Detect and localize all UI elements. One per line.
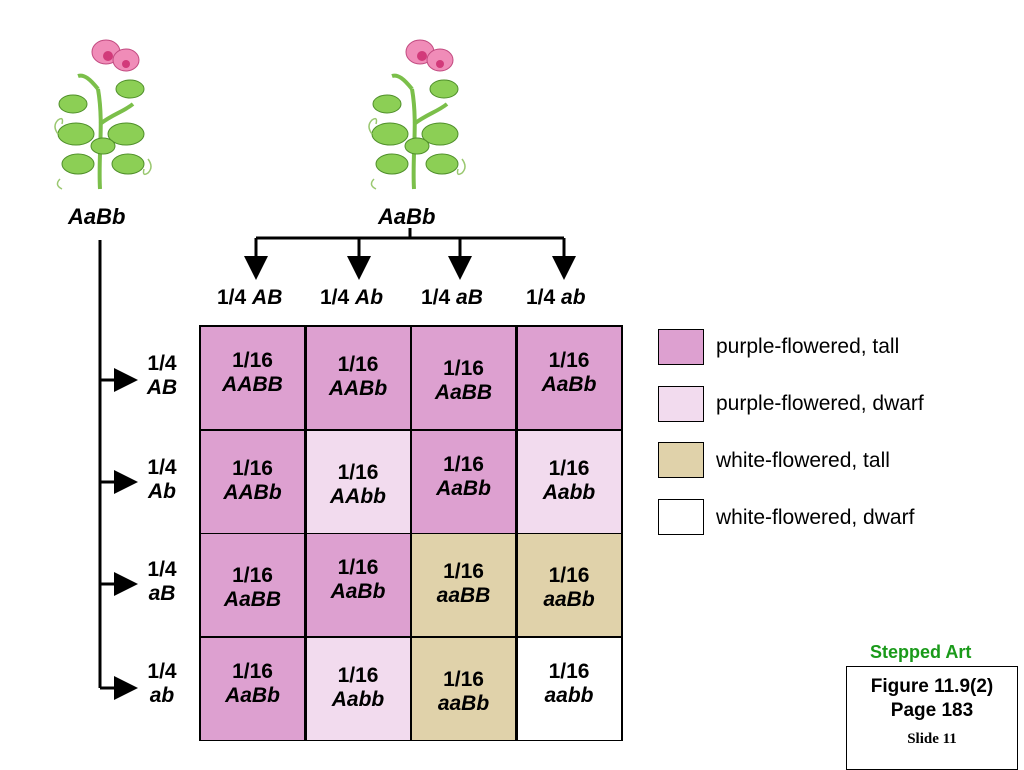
cell-genotype: AaBB [223, 588, 282, 611]
cell-probability: 1/16 [337, 460, 379, 484]
cell-probability: 1/16 [337, 556, 379, 579]
cell-probability: 1/16 [232, 349, 273, 372]
legend-swatch-purple-dwarf [658, 386, 704, 422]
cell-genotype: AABB [222, 373, 283, 396]
cell-probability: 1/16 [232, 456, 273, 480]
legend-label-purple-tall: purple-flowered, tall [716, 335, 900, 358]
cell-probability: 1/16 [337, 353, 379, 376]
cell-probability: 1/16 [337, 663, 379, 687]
cell-genotype: aaBb [437, 691, 490, 715]
top-gamete-2: 1/4 Ab [320, 286, 384, 309]
page-number: Page 183 [890, 700, 974, 721]
legend-swatch-purple-tall [658, 329, 704, 365]
cell-genotype: AABb [328, 377, 388, 400]
cell-probability: 1/16 [443, 560, 484, 583]
cell-probability: 1/16 [548, 659, 590, 683]
cell-probability: 1/16 [443, 357, 484, 380]
top-gamete-3: 1/4 aB [421, 286, 483, 309]
legend-label-white-tall: white-flowered, tall [716, 449, 890, 472]
pea-plant-right-image [368, 39, 466, 190]
cell-genotype: aaBb [543, 588, 595, 611]
top-gamete-4: 1/4 ab [526, 286, 586, 309]
cell-genotype: AaBb [436, 476, 491, 500]
cell-probability: 1/16 [443, 667, 484, 691]
cell-probability: 1/16 [232, 659, 273, 683]
legend-label-purple-dwarf: purple-flowered, dwarf [716, 392, 924, 415]
pea-plant-left-image [54, 39, 152, 190]
legend-swatch-white-dwarf [658, 499, 704, 535]
stepped-art-label: Stepped Art [870, 642, 972, 662]
cell-genotype: Aabb [331, 687, 385, 711]
cell-probability: 1/16 [548, 349, 590, 372]
cell-probability: 1/16 [548, 456, 590, 480]
cell-genotype: Aabb [542, 480, 596, 504]
cell-genotype: AAbb [330, 484, 386, 508]
cell-probability: 1/16 [443, 452, 484, 476]
cell-genotype: AaBb [541, 373, 597, 396]
figure-number: Figure 11.9(2) [870, 676, 994, 697]
parent-right-genotype: AaBb [378, 204, 436, 229]
cell-probability: 1/16 [548, 564, 590, 587]
slide-number: Slide 11 [907, 731, 957, 747]
cell-genotype: AaBB [434, 381, 493, 404]
cell-genotype: aaBB [436, 584, 491, 607]
cell-genotype: AaBb [330, 580, 386, 603]
cell-genotype: aabb [544, 683, 594, 707]
parent-left-genotype: AaBb [68, 204, 126, 229]
cell-genotype: AABb [223, 480, 282, 504]
cell-genotype: AaBb [225, 683, 280, 707]
top-gamete-1: 1/4 AB [217, 286, 283, 309]
legend-swatch-white-tall [658, 442, 704, 478]
legend-label-white-dwarf: white-flowered, dwarf [716, 506, 915, 529]
figure-reference-box: Figure 11.9(2) Page 183 Slide 11 [846, 666, 1018, 770]
cell-probability: 1/16 [232, 564, 273, 587]
